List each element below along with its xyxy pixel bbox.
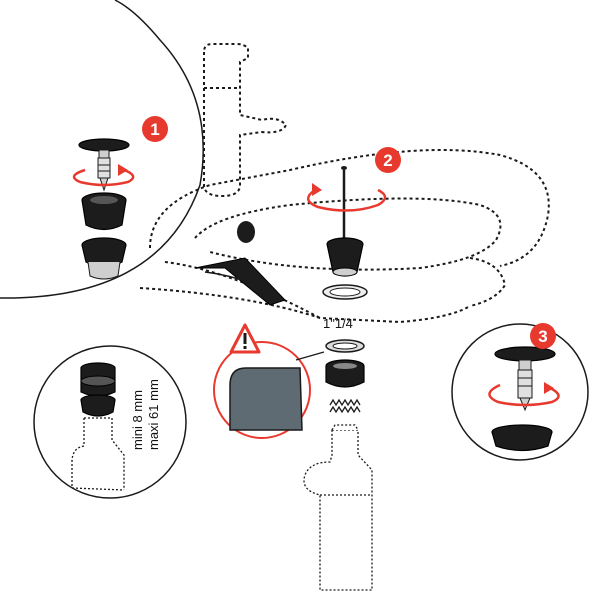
faucet-outline <box>203 43 288 198</box>
thickness-min-label: mini 8 mm <box>130 390 145 450</box>
step3-number: 3 <box>538 327 547 346</box>
warning-triangle-icon <box>229 323 261 354</box>
step2-badge: 2 <box>375 147 401 173</box>
underside-parts <box>303 339 373 591</box>
step1-panel <box>0 0 204 299</box>
step2-number: 2 <box>383 151 392 170</box>
step2-assembly <box>307 166 387 300</box>
step1-number: 1 <box>150 120 159 139</box>
step1-badge: 1 <box>142 116 168 142</box>
step1-parts <box>72 138 135 280</box>
thickness-detail: mini 8 mm maxi 61 mm <box>33 345 187 499</box>
warning-detail <box>213 323 325 439</box>
step3-panel <box>451 323 589 461</box>
thickness-max-label: maxi 61 mm <box>146 379 161 450</box>
step3-badge: 3 <box>530 323 556 349</box>
thread-size-label: 1"1/4 <box>323 316 353 331</box>
